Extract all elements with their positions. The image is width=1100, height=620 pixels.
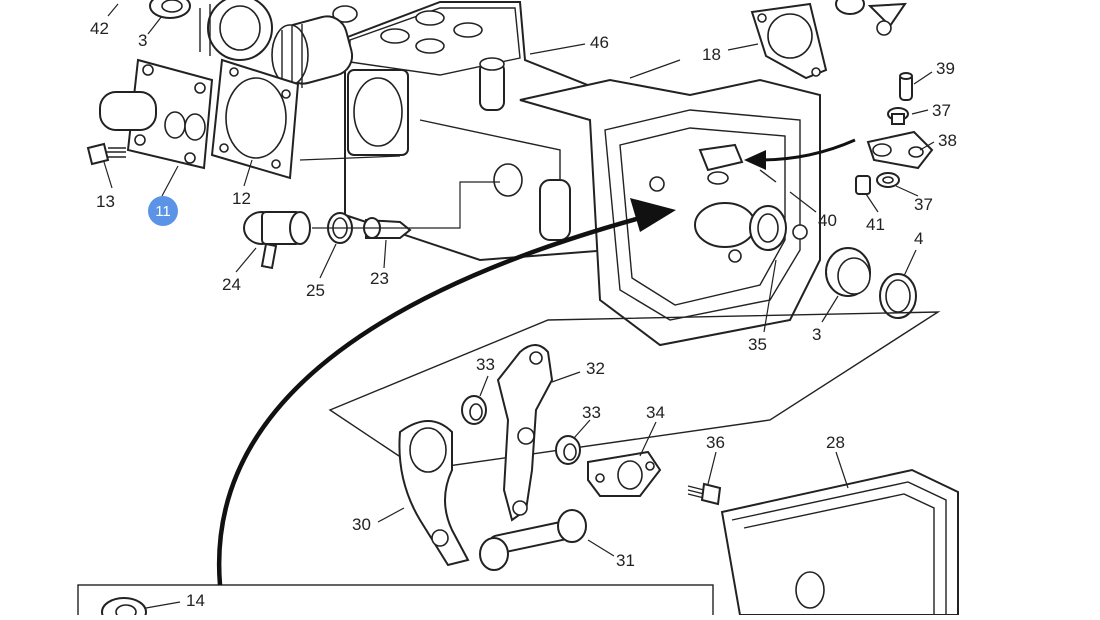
label-33-right: 33: [582, 403, 601, 422]
label-25: 25: [306, 281, 325, 300]
housing-46: [332, 0, 612, 262]
label-33-left: 33: [476, 355, 495, 374]
large-curved-arrow: [216, 215, 641, 586]
label-24: 24: [222, 275, 241, 294]
label-42: 42: [90, 19, 109, 38]
sensor-24: [243, 211, 311, 270]
linkage-parts-right: [855, 72, 934, 195]
label-37-top: 37: [932, 101, 951, 120]
frame-18: [750, 0, 907, 80]
inset-box: [77, 584, 714, 620]
bracket-34: [587, 450, 662, 497]
label-12: 12: [232, 189, 251, 208]
bushing-33-right: [555, 435, 581, 465]
label-39: 39: [936, 59, 955, 78]
arm-32: [496, 344, 554, 522]
highlighted-part-badge-11[interactable]: 11: [148, 196, 178, 226]
plate-11: [99, 58, 214, 170]
label-14: 14: [186, 591, 205, 610]
part-14: [101, 597, 147, 620]
label-4: 4: [914, 229, 924, 248]
small-curved-arrow: [759, 138, 856, 162]
label-3-right: 3: [812, 325, 822, 344]
small-arrow-head: [744, 150, 766, 170]
label-23: 23: [370, 269, 389, 288]
tube-parts: [149, 0, 354, 88]
label-35: 35: [748, 335, 767, 354]
label-13: 13: [96, 192, 115, 211]
ring-4: [879, 273, 917, 319]
label-36: 36: [706, 433, 725, 452]
link-rod-31: [479, 509, 587, 571]
bolt-13: [86, 142, 126, 166]
bushing-33-left: [461, 395, 487, 425]
label-38: 38: [938, 131, 957, 150]
label-46: 46: [590, 33, 609, 52]
sensor-guide-line: [312, 181, 500, 229]
gasket-12: [210, 58, 300, 180]
label-18: 18: [702, 45, 721, 64]
label-34: 34: [646, 403, 665, 422]
label-32: 32: [586, 359, 605, 378]
bolt-36: [687, 482, 722, 506]
label-30: 30: [352, 515, 371, 534]
arm-30: [398, 420, 470, 567]
large-arrow-head: [630, 198, 676, 232]
label-31: 31: [616, 551, 635, 570]
label-28: 28: [826, 433, 845, 452]
label-40: 40: [818, 211, 837, 230]
cover-28: [720, 468, 959, 616]
plug-23: [363, 217, 412, 239]
label-3-top: 3: [138, 31, 148, 50]
bushing-3-right: [825, 247, 871, 297]
label-41: 41: [866, 215, 885, 234]
leader-lines: [103, 3, 935, 609]
label-37-bottom: 37: [914, 195, 933, 214]
